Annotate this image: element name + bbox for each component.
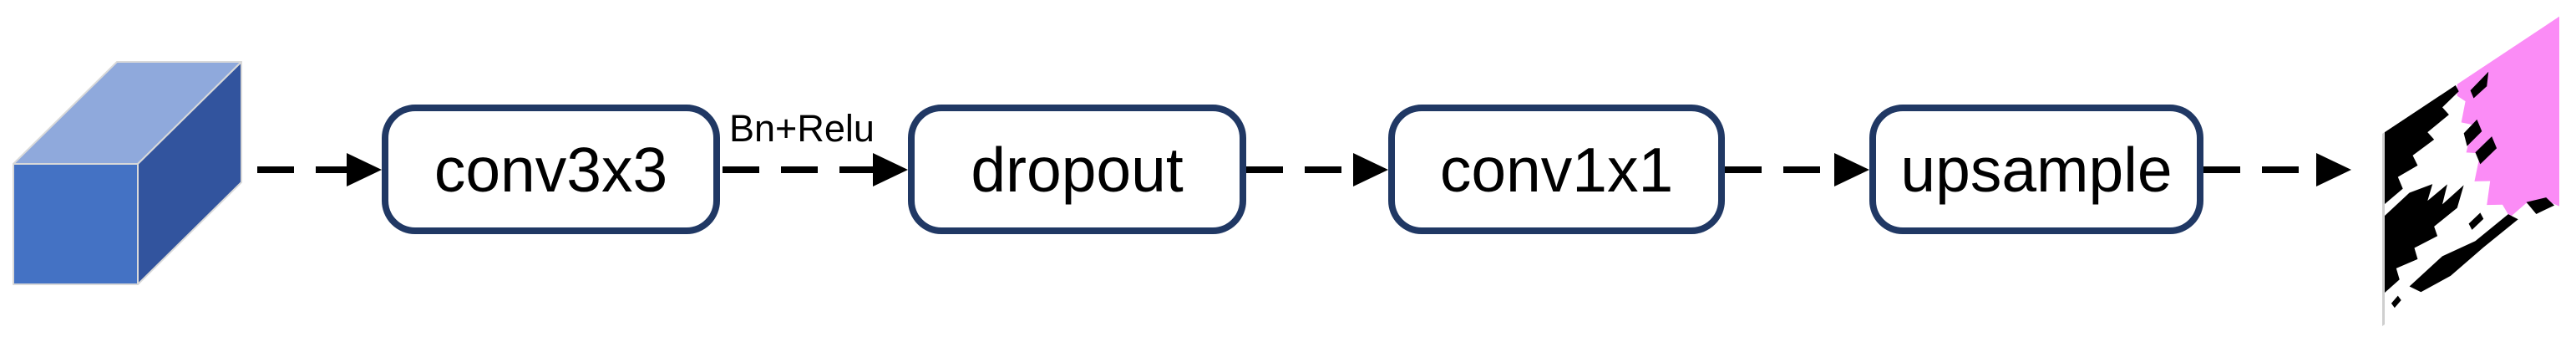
mask-pink-region: [2457, 16, 2559, 217]
node-label: conv1x1: [1439, 134, 1674, 205]
node-conv3x3: conv3x3: [382, 105, 720, 234]
arrowhead-icon: [873, 153, 908, 186]
segmentation-output-image: [2382, 16, 2559, 326]
dashed-arrow-3: [1246, 153, 1388, 186]
node-dropout: dropout: [908, 105, 1246, 234]
dashed-arrow-5: [2203, 153, 2351, 186]
segmentation-mask: [2385, 16, 2559, 325]
cuboid-front-face: [13, 163, 139, 285]
dashed-arrow-1: [257, 153, 382, 186]
node-label: conv3x3: [434, 134, 668, 205]
node-conv1x1: conv1x1: [1388, 105, 1725, 234]
node-upsample: upsample: [1869, 105, 2203, 234]
dashed-arrow-2: [723, 153, 908, 186]
arrowhead-icon: [347, 153, 382, 186]
node-label: dropout: [971, 134, 1184, 205]
edge-label-bn-relu: Bn+Relu: [729, 107, 875, 150]
node-label: upsample: [1900, 134, 2173, 205]
dashed-arrow-4: [1725, 153, 1869, 186]
mask-black-blobs: [2385, 71, 2555, 309]
arrowhead-icon: [1353, 153, 1388, 186]
input-feature-map-cuboid: [13, 61, 242, 285]
arrowhead-icon: [1834, 153, 1869, 186]
arrowhead-icon: [2316, 153, 2351, 186]
